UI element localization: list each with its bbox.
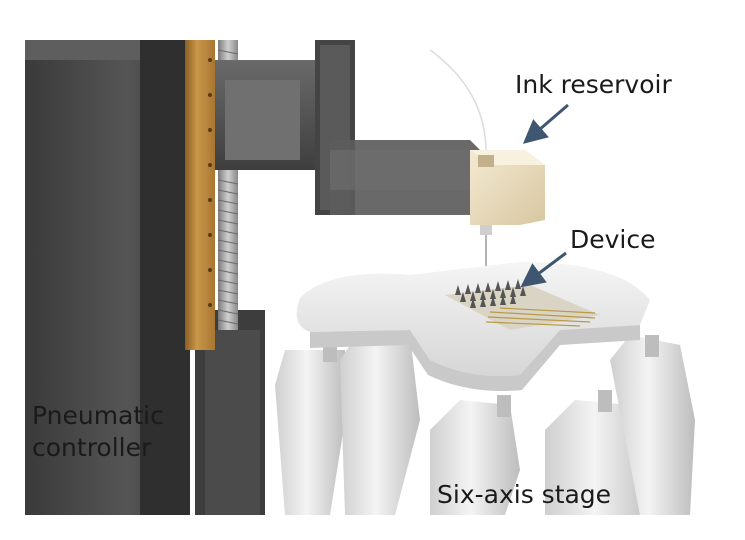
ink-reservoir-arrow xyxy=(522,103,569,144)
print-arm xyxy=(215,40,480,215)
stage-legs xyxy=(275,330,695,515)
pneumatic-controller xyxy=(25,40,265,515)
pneumatic-controller-label: Pneumatic controller xyxy=(32,400,164,464)
stage-platform xyxy=(296,262,650,391)
device-label: Device xyxy=(570,225,656,254)
six-axis-stage-label: Six-axis stage xyxy=(437,480,612,509)
pneumatic-controller-label-line1: Pneumatic xyxy=(32,401,164,430)
device xyxy=(445,279,600,330)
ink-reservoir-label: Ink reservoir xyxy=(515,70,672,99)
ink-reservoir xyxy=(429,49,545,282)
device-arrow xyxy=(520,251,567,288)
wood-column xyxy=(185,40,215,350)
pneumatic-controller-label-line2: controller xyxy=(32,433,152,462)
